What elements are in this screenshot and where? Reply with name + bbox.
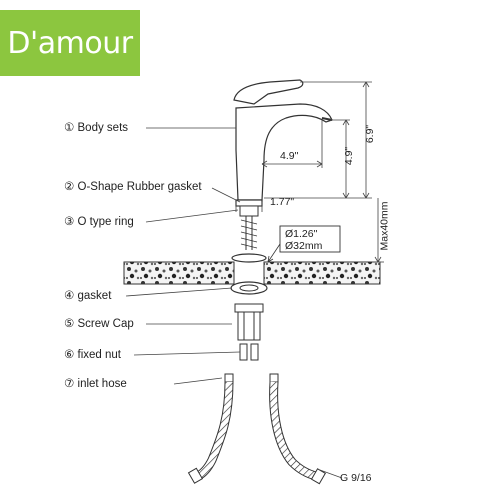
dim-spout-height: 4.9" [343, 146, 356, 166]
dim-hole-mm: Ø32mm [285, 240, 323, 252]
brand-name: D'amour [7, 25, 133, 61]
fixed-nut-shape [239, 343, 259, 361]
leader-lines [125, 127, 343, 479]
part-label-o-type-ring: ③ O type ring [64, 216, 134, 228]
screw-cap-shape [234, 303, 264, 341]
hole-diameter-box [279, 225, 341, 253]
part-label-screw-cap: ⑤ Screw Cap [64, 318, 134, 330]
part-label-fixed-nut: ⑥ fixed nut [64, 349, 121, 361]
part-label-inlet-hose: ⑦ inlet hose [64, 378, 127, 390]
threaded-rod [239, 205, 259, 250]
dim-hose-thread: G 9/16 [340, 472, 372, 484]
part-label-gasket: ④ gasket [64, 290, 112, 302]
part-label-o-shape-gasket: ② O-Shape Rubber gasket [64, 181, 202, 193]
brand-logo: D'amour [0, 10, 140, 76]
countertop-right [263, 261, 381, 285]
dim-hole-in: Ø1.26" [285, 228, 318, 240]
dim-max-thickness: Max40mm [378, 201, 391, 251]
dim-base-diameter: 1.77" [270, 196, 295, 208]
countertop-left [123, 261, 235, 285]
o-ring-shape [231, 253, 267, 263]
dim-spout-reach: 4.9" [280, 150, 299, 162]
part-label-body-sets: ① Body sets [64, 122, 129, 134]
dim-total-height: 6.9" [364, 124, 377, 144]
inlet-hoses [187, 373, 327, 485]
dimension-lines [235, 81, 384, 263]
faucet-body [233, 79, 333, 207]
